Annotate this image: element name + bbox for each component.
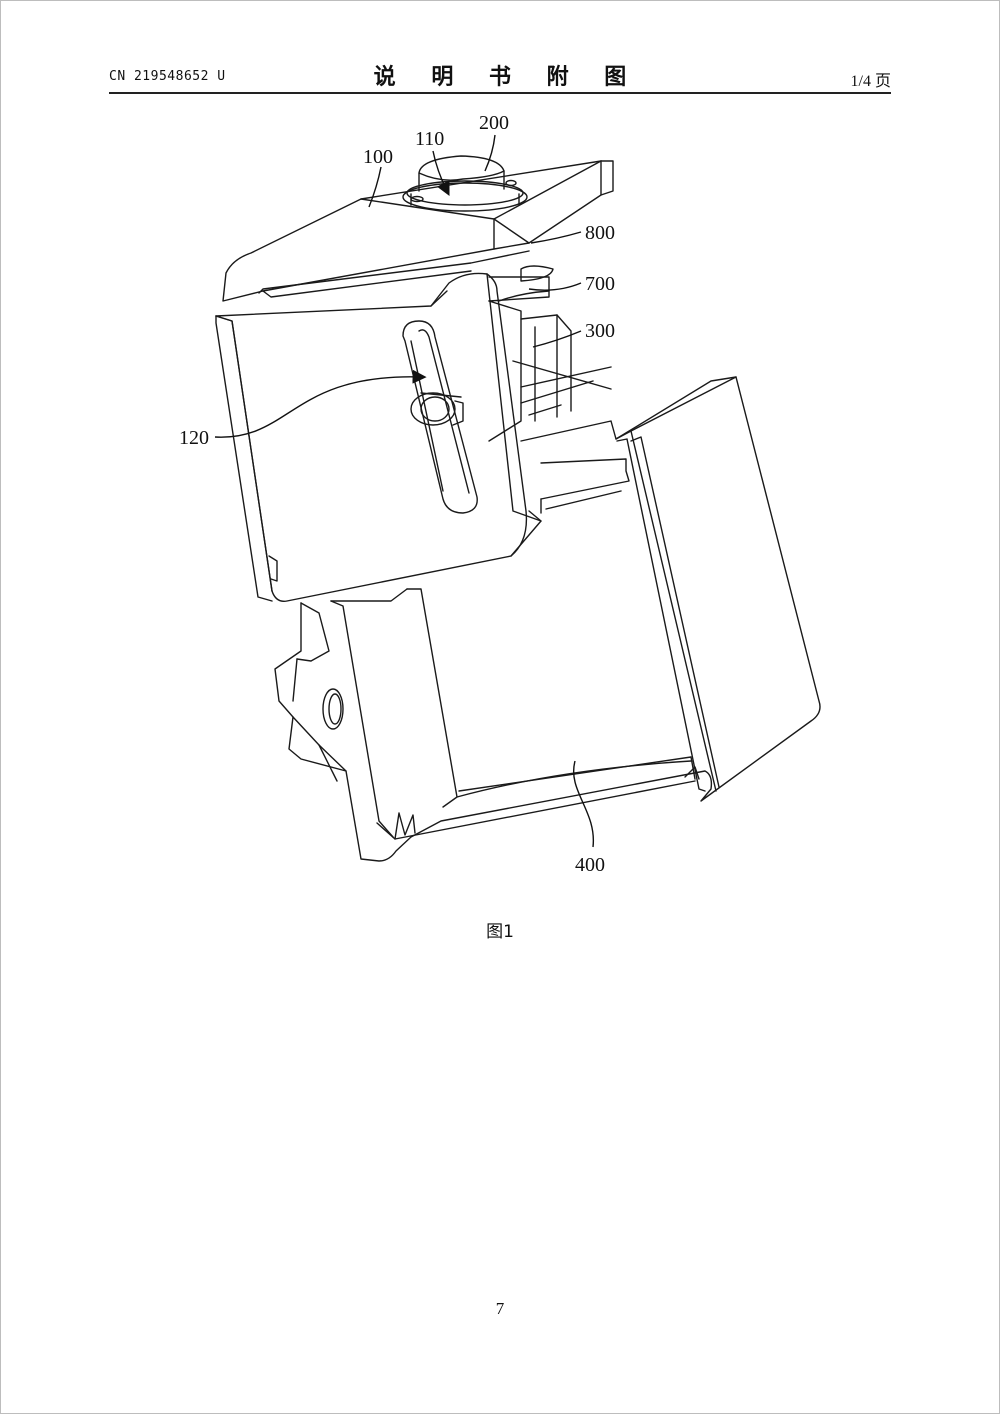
label-800: 800 — [585, 222, 615, 244]
document-number: CN 219548652 U — [109, 69, 226, 84]
leader-700 — [528, 282, 582, 291]
figure-1-drawing: 100 110 200 800 700 300 120 400 — [179, 112, 821, 876]
top-plate — [222, 160, 614, 302]
page-indicator: 1/4 页 — [850, 73, 891, 90]
leader-120 — [214, 369, 427, 438]
label-300: 300 — [585, 320, 615, 342]
leader-800 — [530, 231, 582, 244]
leader-lines — [214, 134, 595, 848]
leader-300 — [532, 330, 582, 348]
lower-housing — [268, 376, 821, 862]
spring-stack — [488, 300, 612, 442]
label-400: 400 — [575, 854, 605, 876]
front-slotted-plate — [215, 272, 542, 602]
leader-100 — [368, 166, 382, 208]
header-divider — [109, 92, 891, 94]
label-120: 120 — [179, 427, 209, 449]
label-100: 100 — [363, 146, 393, 168]
figure-caption: 图1 — [486, 922, 514, 942]
label-700: 700 — [585, 273, 615, 295]
leader-110 — [432, 150, 450, 197]
label-110: 110 — [415, 128, 444, 150]
page-title: 说 明 书 附 图 — [373, 65, 641, 90]
disc-spacer — [488, 265, 554, 302]
cap-knob — [402, 155, 528, 212]
label-200: 200 — [479, 112, 509, 134]
leader-200 — [484, 134, 496, 172]
leader-400 — [573, 760, 595, 848]
page-number: 7 — [495, 1299, 505, 1318]
